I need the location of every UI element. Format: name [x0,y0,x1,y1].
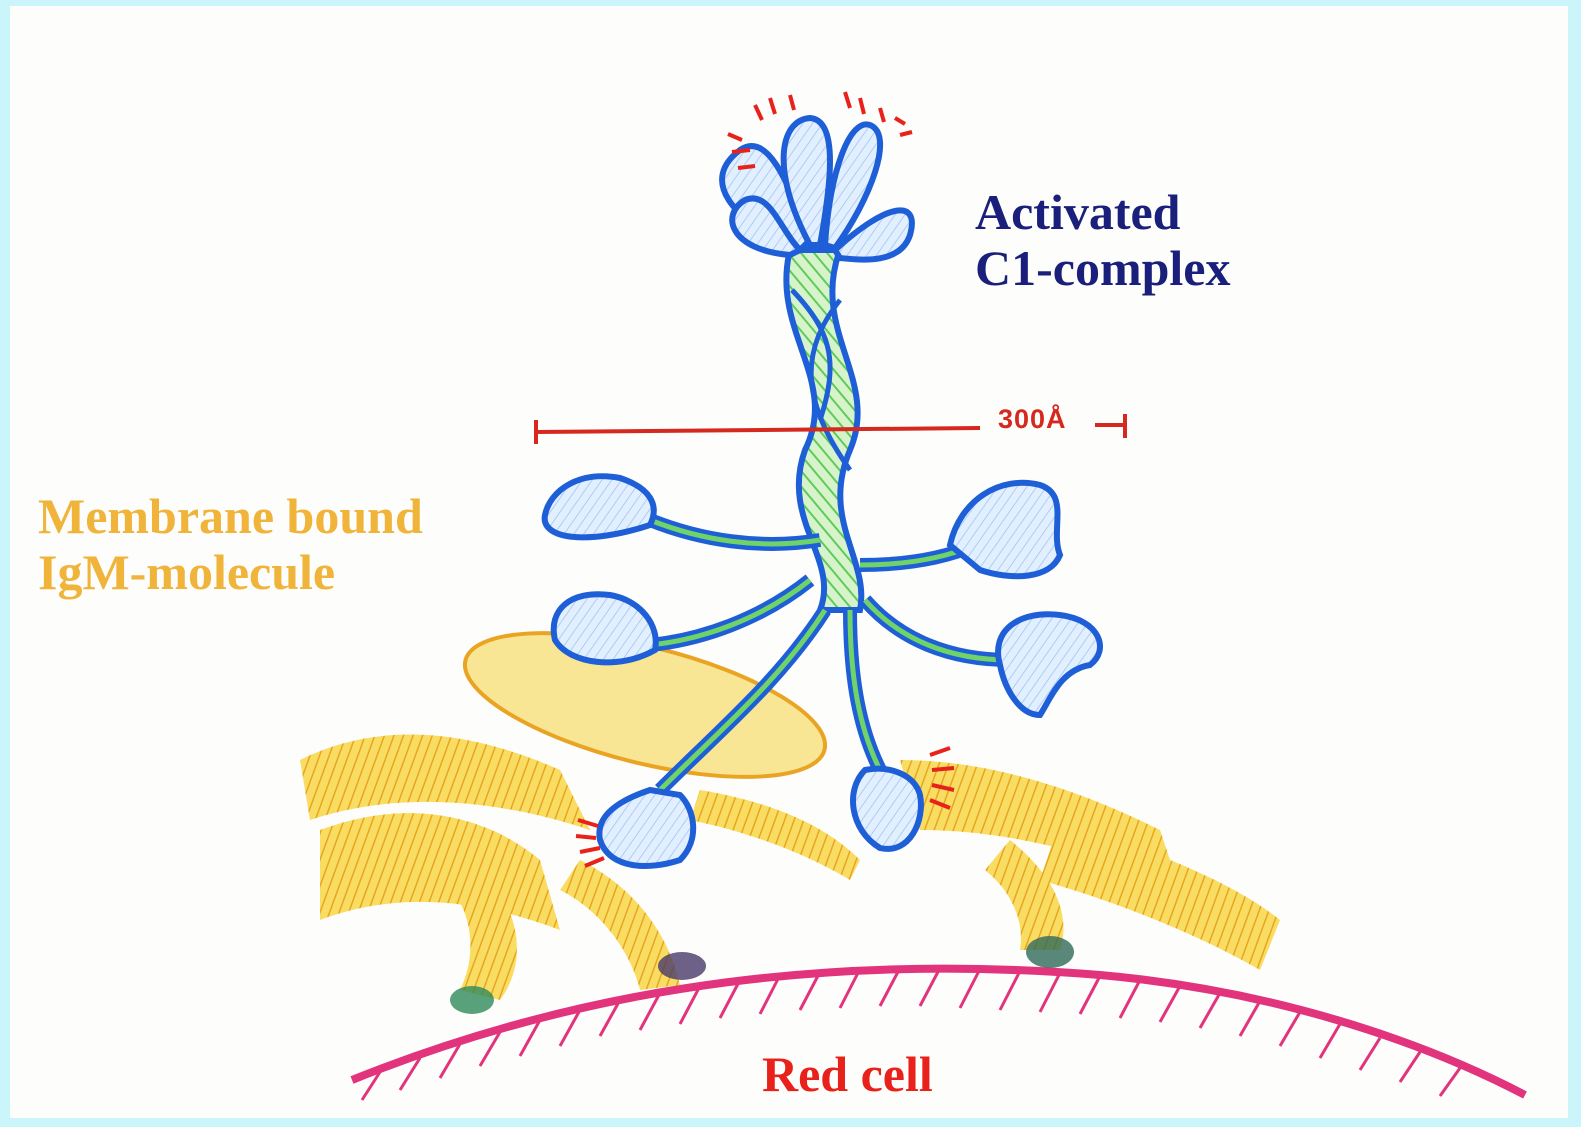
antigen-site-1 [450,986,494,1014]
igm-arm-left-lower [320,813,560,930]
antigen-site-3 [1026,936,1074,968]
antigen-site-2 [658,952,706,980]
c1-complex-label-line1: Activated [975,184,1231,240]
c1q-heads-top [722,118,912,260]
c1-complex-label: Activated C1-complex [975,184,1231,296]
c1-complex-label-line2: C1-complex [975,240,1231,296]
c1q-head-upper-right [950,483,1060,576]
igm-label-line2: IgM-molecule [38,544,423,600]
c1q-head-mid-right [998,614,1100,715]
c1q-head-lower-left [599,790,693,866]
igm-arm-center [690,790,860,880]
c1q-head-upper-left [545,476,654,537]
scale-bar-label: 300Å [998,404,1067,435]
c1q-head-lower-right [853,769,921,849]
igm-label: Membrane bound IgM-molecule [38,488,423,600]
diagram-canvas: Activated C1-complex Membrane bound IgM-… [10,6,1568,1118]
c1q-head-mid-left [554,594,656,662]
red-cell-membrane [352,936,1525,1100]
igm-label-line1: Membrane bound [38,488,423,544]
red-cell-label: Red cell [762,1046,933,1102]
igm-arm-left-upper [300,735,590,830]
c1-arm-mid-left [650,580,810,645]
